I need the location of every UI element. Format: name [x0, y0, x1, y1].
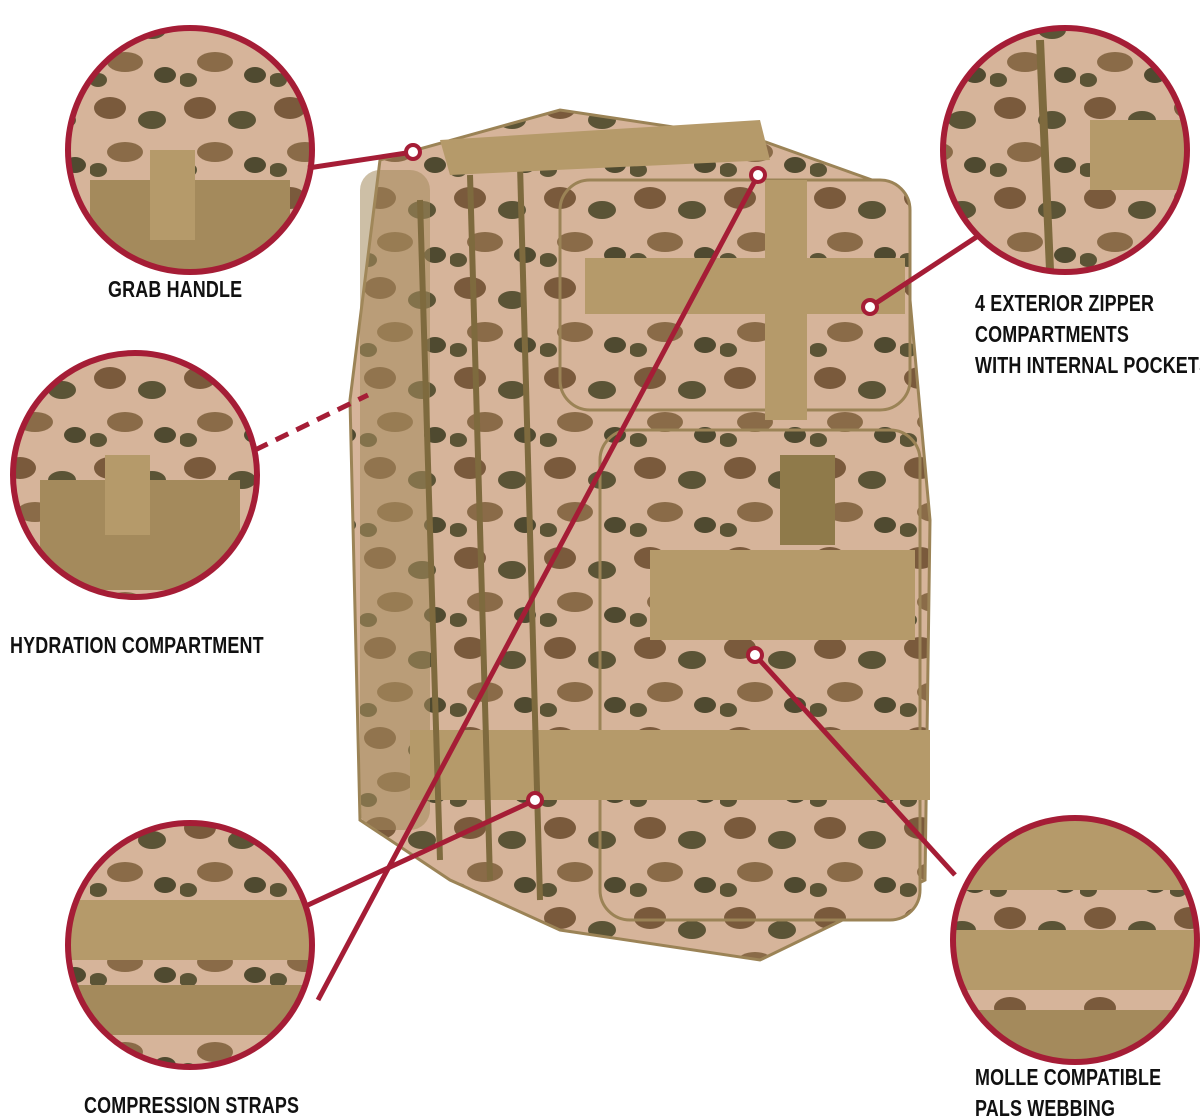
detail-circle-molle — [950, 815, 1200, 1065]
label-compression-straps: COMPRESSION STRAPS — [84, 1092, 300, 1118]
label-line: 4 EXTERIOR ZIPPER — [975, 290, 1155, 316]
detail-circle-hydration — [10, 350, 260, 600]
detail-circle-grab-handle — [65, 25, 315, 275]
label-grab-handle: GRAB HANDLE — [108, 276, 243, 302]
callout-dots — [404, 143, 879, 809]
leader-lines — [253, 149, 980, 1002]
detail-circle-compression — [65, 820, 315, 1070]
label-line: PALS WEBBING — [975, 1095, 1116, 1118]
label-hydration-compartment: HYDRATION COMPARTMENT — [10, 632, 264, 658]
label-molle-webbing: MOLLE COMPATIBLE PALS WEBBING — [975, 1062, 1161, 1118]
label-exterior-zipper: 4 EXTERIOR ZIPPER COMPARTMENTS WITH INTE… — [975, 288, 1200, 381]
label-line: MOLLE COMPATIBLE — [975, 1064, 1162, 1090]
label-line: COMPARTMENTS — [975, 321, 1130, 347]
label-line: WITH INTERNAL POCKETS — [975, 352, 1200, 378]
detail-circle-zipper — [940, 25, 1190, 275]
backpack — [348, 108, 932, 962]
